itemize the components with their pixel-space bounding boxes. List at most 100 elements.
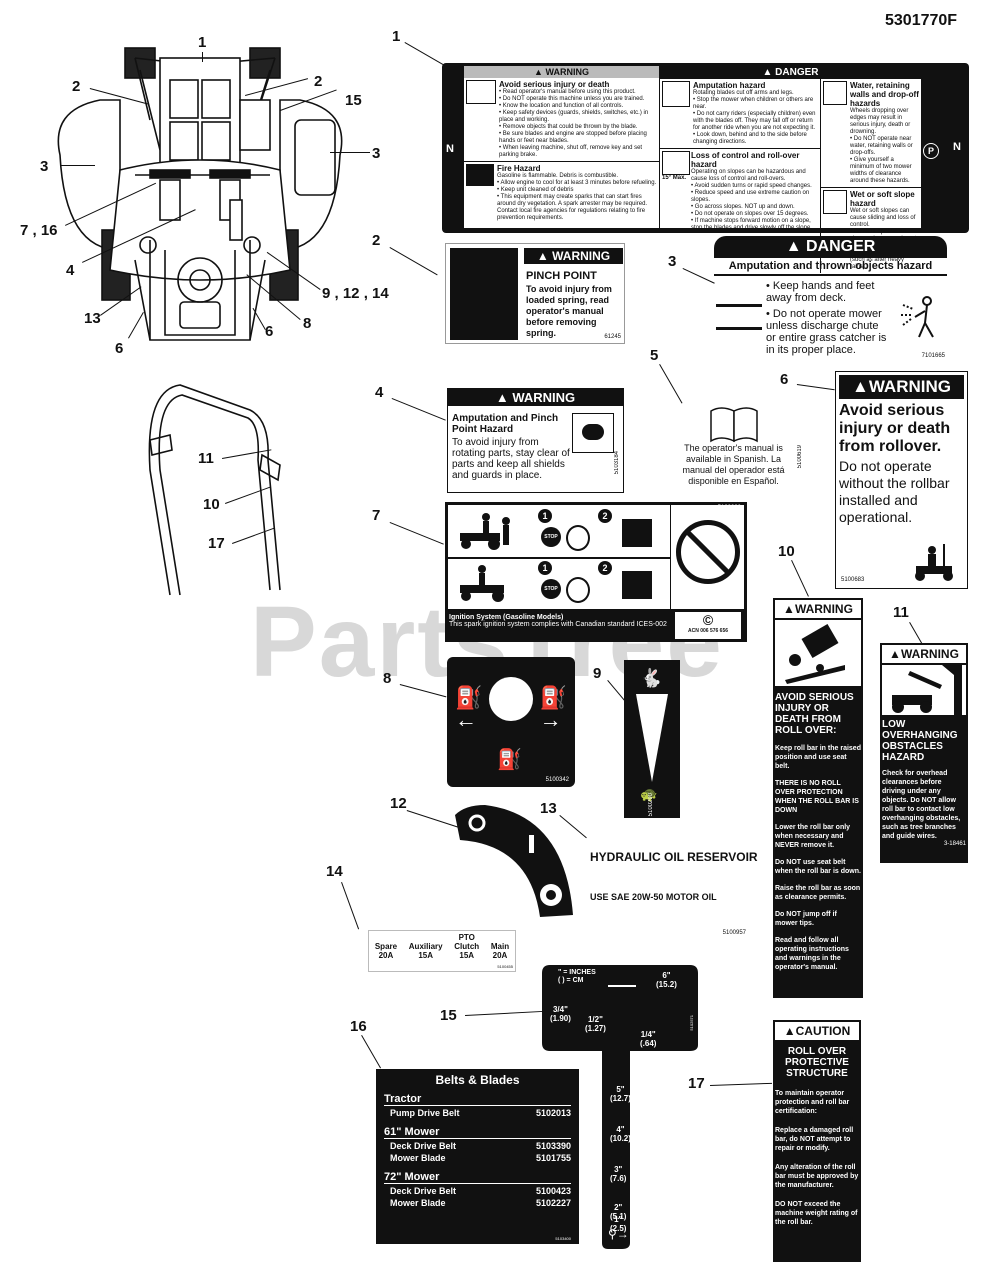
decal-6-text: Do not operate without the rollbar insta… [839, 458, 950, 525]
height-mark-inches: 2" [614, 1203, 623, 1212]
decal-15-legend-cm: ( ) = CM [558, 977, 584, 984]
thrown-object-icon [899, 291, 939, 341]
bullet-item: • When leaving machine, shut off, remove… [499, 145, 657, 159]
decal-6: ▲WARNING Avoid serious injury or death f… [835, 371, 968, 589]
decal-3-subheader: Amputation and thrown objects hazard [714, 258, 947, 276]
bullet-text: Avoid sudden turns or rapid speed change… [694, 183, 812, 189]
bullet-dot: • [691, 211, 695, 217]
ignition-key-icon [566, 525, 590, 551]
no-riders-panel: 5102090 [671, 505, 744, 609]
bullet-dot: • [691, 183, 695, 189]
bullet-dot: • [499, 96, 503, 102]
callout-6: 6 [265, 323, 274, 340]
height-mark-cm: (10.2) [610, 1134, 631, 1143]
decal-10: ▲WARNING AVOID SERIOUS INJURY OR DEATH F… [773, 598, 863, 998]
belt-part-number: 5100423 [535, 1186, 571, 1196]
decal-17-header: ▲CAUTION [775, 1022, 859, 1040]
fuse-top [409, 933, 443, 942]
callout-2: 2 [72, 78, 81, 95]
decal-3-bullet-2: • Do not operate mower unless discharge … [766, 308, 887, 356]
rotating-parts-icon [572, 413, 614, 453]
bullet-text: Look down, behind and to the side before… [693, 132, 807, 145]
decal-11-header: ▲WARNING [882, 645, 966, 663]
fuse-name: Auxiliary [408, 942, 443, 951]
label-6: 6 [780, 371, 789, 388]
belt-row: Deck Drive Belt 5100423 [384, 1184, 571, 1196]
fuel-left-icon: ⛽← [455, 685, 483, 732]
callout-3: 3 [40, 158, 49, 175]
label-14: 14 [326, 863, 343, 880]
belt-part: Mower Blade [390, 1153, 446, 1163]
decal-6-title: Avoid serious injury or death from rollo… [839, 402, 951, 455]
decal-1-s3-list: • Stop the mower when children or others… [693, 97, 818, 146]
bullet-dot: • [499, 103, 503, 109]
fuse-amp: 15A [418, 951, 434, 960]
fuel-off-icon: ⛽ [497, 749, 522, 771]
callout-1: 1 [198, 34, 207, 51]
bullet-text: Stop the mower when children or others a… [693, 97, 814, 110]
decal-10-paragraph: THERE IS NO ROLL OVER PROTECTION WHEN TH… [775, 780, 859, 814]
height-mark: 3"(7.6) [610, 1165, 626, 1183]
step-2-badge: 2 [598, 561, 612, 575]
bullet-dot: • [850, 136, 854, 142]
stop-icon: STOP [541, 579, 561, 599]
bullet-item: • Do not operate on slopes over 15 degre… [691, 211, 818, 218]
bullet-text: Remove objects that could be thrown by t… [502, 124, 638, 130]
belt-part: Deck Drive Belt [390, 1186, 457, 1196]
label-13: 13 [540, 800, 557, 817]
height-mark-cm: (.64) [640, 1039, 657, 1048]
decal-17-paras: To maintain operator protection and roll… [775, 1089, 859, 1227]
decal-2-code: 61245 [604, 334, 621, 340]
decal-17-paragraph: DO NOT exceed the machine weight rating … [775, 1201, 858, 1226]
pinch-point-icon [450, 248, 518, 340]
label-10: 10 [778, 543, 795, 560]
belt-part-number: 5102013 [535, 1108, 571, 1118]
decal-10-paras: Keep roll bar in the raised position and… [775, 744, 861, 972]
callout-3: 3 [372, 145, 381, 162]
decal-6-code: 5100683 [841, 577, 865, 583]
step-1-badge: 1 [538, 509, 552, 523]
callout-8: 8 [303, 315, 312, 332]
bullet-text: Go across slopes. NOT up and down. [694, 204, 795, 210]
decal-16-title: Belts & Blades [435, 1073, 520, 1087]
decal-6-header: ▲WARNING [839, 375, 964, 399]
decal-2: ▲ WARNING PINCH POINT To avoid injury fr… [445, 243, 625, 344]
decal-10-paragraph: Do NOT jump off if mower tips. [775, 911, 837, 927]
hand-deck-icon [716, 282, 762, 342]
bullet-dot: • [693, 111, 697, 117]
callout-2: 2 [314, 73, 323, 90]
bullet-text: Be sure blades and engine are stopped be… [499, 131, 647, 144]
height-mark-cm: (1.90) [550, 1014, 571, 1023]
bullet-text: If machine stops forward motion on a slo… [691, 218, 812, 231]
acn-box: © ACN 006 576 656 [675, 612, 741, 639]
decal-2-text: To avoid injury from loaded spring, read… [526, 284, 612, 338]
decal-15-legend-inches: " = INCHES [558, 969, 596, 976]
decal-9-code: 5100290 [648, 792, 654, 816]
height-mark-cm: (15.2) [656, 980, 677, 989]
bullet-dot: • [499, 131, 503, 137]
rabbit-icon: 🐇 [640, 668, 663, 688]
book-icon [709, 405, 759, 443]
decal-4-code: 5103184 [614, 451, 620, 475]
bullet-dot: • [497, 194, 501, 200]
wet-slope-icon [823, 190, 847, 214]
bullet-dot: • [497, 180, 501, 186]
bullet-dot: • [499, 124, 503, 130]
label-16: 16 [350, 1018, 367, 1035]
decal-7-ign-title: Ignition System (Gasoline Models) [449, 614, 564, 621]
bullet-dot: • [693, 97, 697, 103]
decal-1-s5-list: • Do NOT operate near water, retaining w… [850, 136, 919, 185]
height-mark-cm: (12.7) [610, 1094, 631, 1103]
height-mark-inches: 3" [614, 1165, 623, 1174]
decal-9: 🐇 🐢 5100290 [624, 660, 680, 818]
callout-15: 15 [345, 92, 362, 109]
height-mark: 3/4"(1.90) [550, 1005, 571, 1023]
decal-10-header: ▲WARNING [775, 600, 861, 618]
height-mark-inches: 1/2" [587, 1015, 603, 1024]
height-mark: 1"(2.5) [610, 1215, 626, 1233]
decal-15-code: 5102571 [689, 1015, 694, 1031]
